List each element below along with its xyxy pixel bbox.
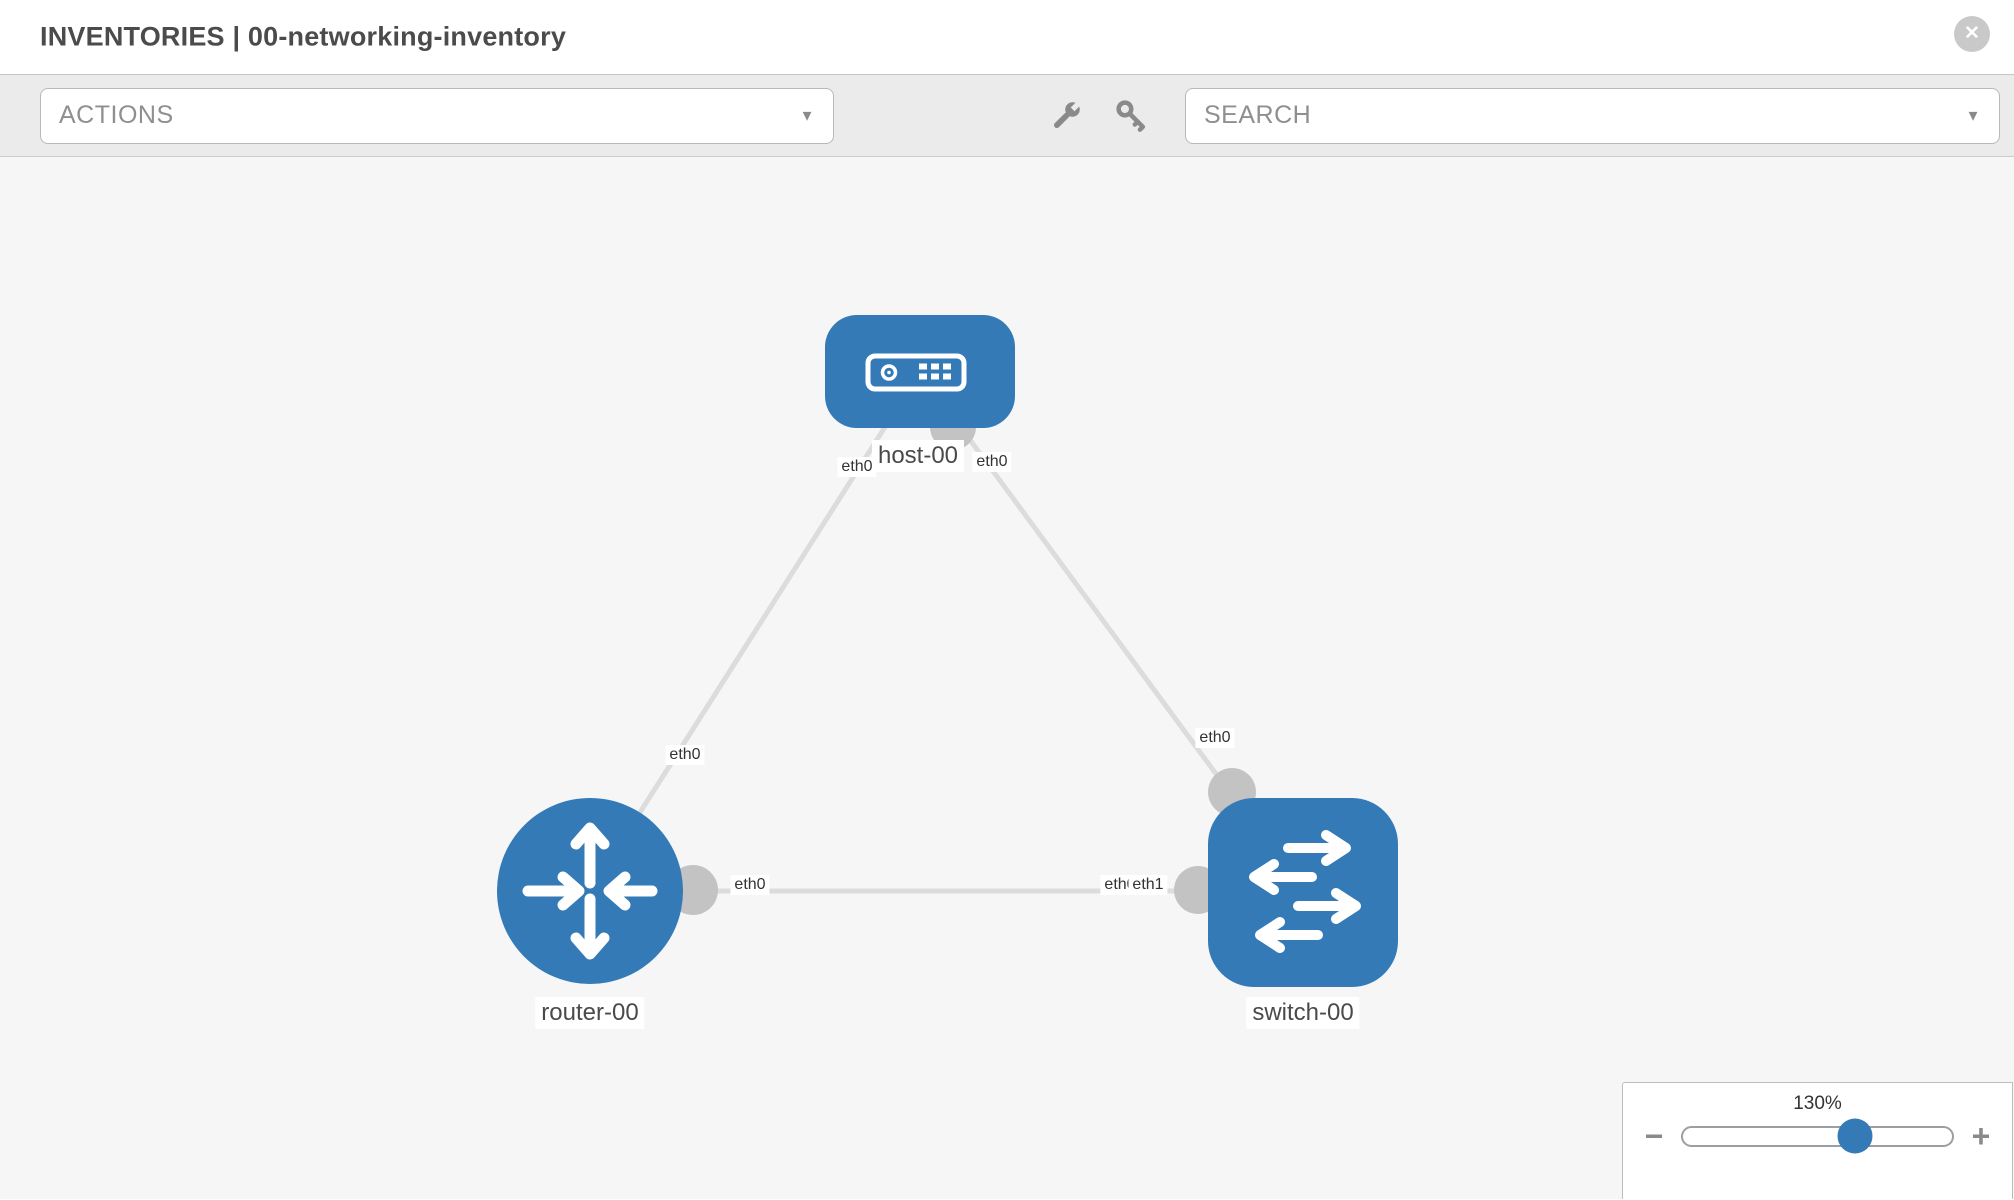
interface-label-link-host-router: eth0 [665,745,705,765]
close-icon[interactable]: ✕ [1954,16,1990,52]
node-router-00[interactable] [497,798,683,984]
zoom-out-button[interactable]: − [1641,1120,1667,1152]
zoom-in-button[interactable]: + [1968,1120,1994,1152]
topology-graph [497,315,1398,987]
interface-label-link-host-switch: eth0 [1195,728,1235,748]
search-dropdown[interactable]: SEARCH ▼ [1185,87,2000,144]
node-label-host: host-00 [871,440,965,472]
wrench-icon [1053,100,1081,128]
key-button[interactable] [1114,98,1150,134]
interface-label-router-right: eth0 [730,875,770,895]
node-label-router: router-00 [535,997,645,1029]
host-icon [865,353,967,392]
toolbar: ACTIONS ▼ SEARCH ▼ [0,74,2014,157]
actions-dropdown-label: ACTIONS [59,101,174,129]
page-header: INVENTORIES | 00-networking-inventory ✕ [0,0,2014,74]
zoom-level-value: 130% [1793,1093,1842,1114]
search-placeholder: SEARCH [1204,101,1312,129]
topology-canvas[interactable]: host-00 router-00 switch-00 eth0 eth0 et… [0,157,2014,1199]
chevron-down-icon: ▼ [1965,107,1981,124]
interface-label-host-left: eth0 [837,457,877,477]
chevron-down-icon: ▼ [799,107,815,124]
key-icon [1116,99,1146,132]
interface-label-host-right: eth0 [972,452,1012,472]
interface-label-switch-front: eth1 [1128,875,1168,895]
zoom-slider-handle[interactable] [1837,1118,1873,1154]
actions-dropdown[interactable]: ACTIONS ▼ [40,87,834,144]
zoom-slider-track[interactable] [1681,1118,1954,1154]
wrench-button[interactable] [1047,97,1085,135]
switch-icon [1249,830,1361,953]
node-host-00[interactable] [825,315,1015,428]
node-label-switch: switch-00 [1246,997,1360,1029]
zoom-control-panel: 130% − + [1622,1082,2013,1199]
node-switch-00[interactable] [1208,798,1398,987]
router-icon [522,822,658,960]
page-title: INVENTORIES | 00-networking-inventory [40,21,567,52]
